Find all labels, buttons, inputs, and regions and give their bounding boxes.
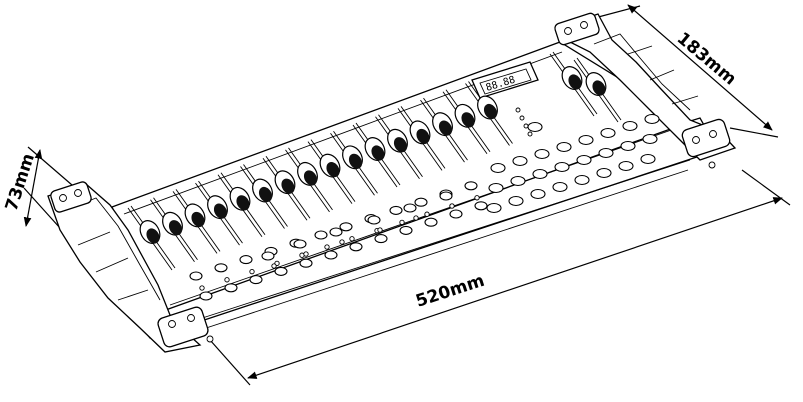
console-button-12[interactable]: [324, 250, 338, 260]
channel-fader-13[interactable]: [397, 106, 446, 171]
console-button-30[interactable]: [261, 251, 275, 261]
channel-fader-14[interactable]: [420, 97, 468, 163]
channel-fader-6[interactable]: [240, 164, 288, 229]
console-button-23[interactable]: [464, 181, 478, 191]
console-button-41[interactable]: [532, 168, 548, 180]
indicator-led: [474, 195, 480, 201]
console-button-31[interactable]: [490, 162, 506, 174]
dimension-lines: [23, 4, 791, 386]
console-button-13[interactable]: [339, 222, 353, 232]
console-button-20[interactable]: [424, 217, 438, 227]
console-button-3[interactable]: [214, 263, 228, 273]
console-button-26[interactable]: [367, 215, 381, 225]
indicator-led: [249, 268, 255, 275]
channel-fader-8[interactable]: [285, 147, 333, 213]
console-button-29[interactable]: [293, 239, 307, 249]
channel-fader-10[interactable]: [330, 131, 378, 196]
console-button-32[interactable]: [512, 155, 528, 167]
console-button-28[interactable]: [439, 191, 453, 201]
console-button-5[interactable]: [239, 255, 253, 265]
console-button-22[interactable]: [449, 209, 463, 219]
console-button-46[interactable]: [642, 133, 658, 145]
indicator-led: [339, 239, 345, 245]
channel-fader-3[interactable]: [172, 189, 221, 254]
left-end-cap: [47, 181, 214, 353]
console-button-25[interactable]: [329, 227, 343, 237]
console-button-42[interactable]: [554, 161, 570, 173]
console-button-16[interactable]: [374, 234, 388, 244]
height-label: 73mm: [2, 151, 39, 213]
console-button-4[interactable]: [224, 283, 238, 293]
console-button-10[interactable]: [299, 258, 313, 268]
console-button-11[interactable]: [314, 230, 328, 240]
indicator-led: [424, 211, 430, 217]
console-button-8[interactable]: [274, 266, 288, 276]
console-button-35[interactable]: [578, 134, 594, 146]
console-button-40[interactable]: [510, 175, 526, 187]
console-button-18[interactable]: [399, 225, 413, 235]
console-button-55[interactable]: [527, 121, 543, 133]
console-button-54[interactable]: [640, 153, 656, 165]
lcd-display: 88.88: [471, 61, 539, 99]
master-fader-1[interactable]: [549, 51, 598, 117]
console-button-44[interactable]: [598, 147, 614, 159]
length-label: 520mm: [413, 271, 487, 312]
console-button-37[interactable]: [622, 120, 638, 132]
length-dimension-line: [247, 197, 783, 379]
console-button-50[interactable]: [552, 181, 568, 193]
console-button-38[interactable]: [644, 113, 660, 125]
console-button-19[interactable]: [414, 197, 428, 207]
console-button-6[interactable]: [249, 275, 263, 285]
console-button-39[interactable]: [488, 182, 504, 194]
console-button-14[interactable]: [349, 242, 363, 252]
console-body: [111, 41, 719, 339]
indicator-led: [324, 244, 330, 250]
fader-bank: [127, 51, 622, 271]
channel-fader-12[interactable]: [375, 114, 423, 179]
console-button-52[interactable]: [596, 167, 612, 179]
channel-fader-9[interactable]: [307, 139, 356, 204]
channel-fader-15[interactable]: [442, 89, 491, 155]
channel-fader-4[interactable]: [195, 180, 243, 246]
height-dimension-line: [23, 149, 43, 227]
channel-fader-11[interactable]: [352, 122, 401, 188]
console-button-24[interactable]: [474, 201, 488, 211]
console-button-1[interactable]: [189, 271, 203, 281]
console-button-49[interactable]: [530, 188, 546, 200]
console-button-34[interactable]: [556, 141, 572, 153]
console-button-47[interactable]: [486, 202, 502, 214]
indicator-led: [349, 236, 355, 242]
button-bank: [189, 113, 660, 301]
console-button-43[interactable]: [576, 154, 592, 166]
indicator-led: [199, 285, 205, 291]
console-button-36[interactable]: [600, 127, 616, 139]
depth-label: 183mm: [673, 29, 740, 90]
indicator-led: [224, 277, 230, 283]
channel-fader-2[interactable]: [150, 197, 198, 262]
console-button-33[interactable]: [534, 148, 550, 160]
indicator-led: [377, 227, 383, 233]
right-end-cap: [554, 12, 737, 169]
indicator-led: [271, 263, 277, 269]
console-button-27[interactable]: [403, 203, 417, 213]
channel-fader-1[interactable]: [127, 205, 176, 271]
indicator-led: [303, 251, 309, 257]
indicator-led: [399, 219, 405, 226]
channel-fader-5[interactable]: [217, 172, 266, 238]
console-button-17[interactable]: [389, 205, 403, 215]
channel-fader-16[interactable]: [465, 81, 513, 146]
console-button-2[interactable]: [199, 291, 213, 301]
indicator-led: [449, 203, 455, 209]
channel-fader-7[interactable]: [262, 155, 311, 221]
indicator-led: [413, 215, 419, 221]
console-button-53[interactable]: [618, 160, 634, 172]
console-button-48[interactable]: [508, 195, 524, 207]
depth-dimension-line: [627, 4, 773, 131]
master-fader-2[interactable]: [573, 57, 622, 123]
console-button-51[interactable]: [574, 174, 590, 186]
console-button-45[interactable]: [620, 140, 636, 152]
